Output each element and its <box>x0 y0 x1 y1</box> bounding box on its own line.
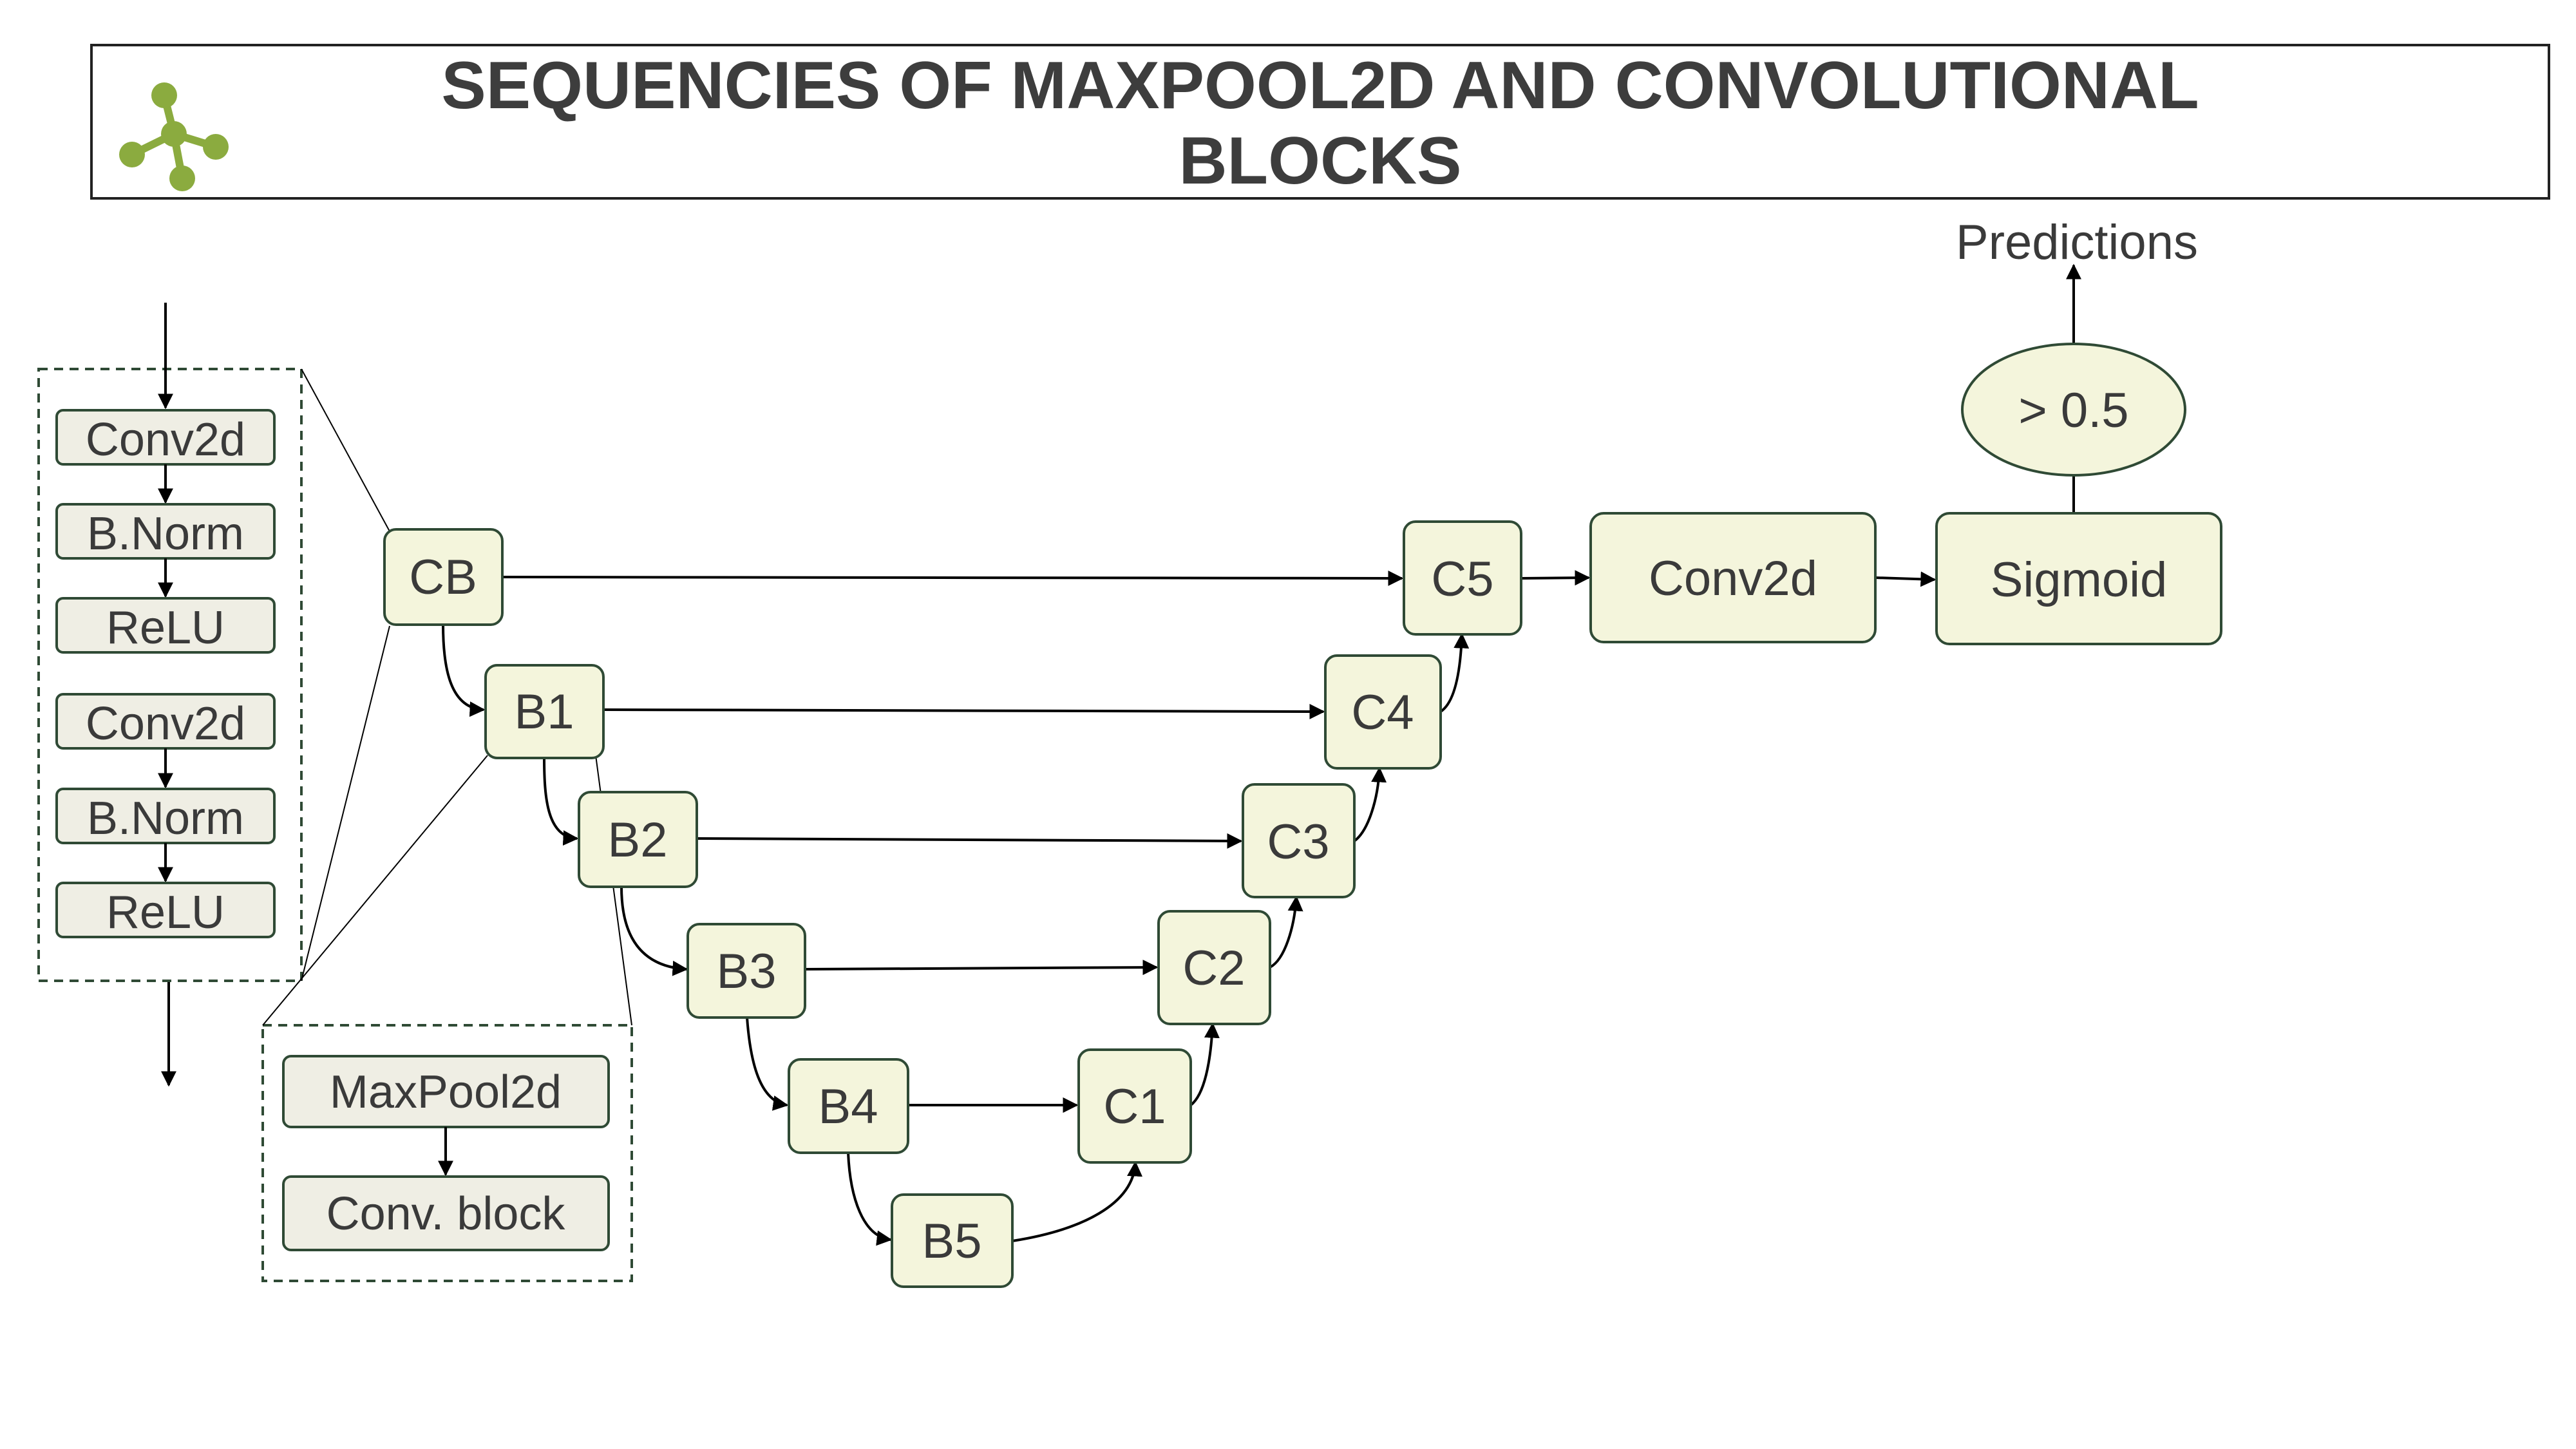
svg-text:B5: B5 <box>922 1214 982 1269</box>
svg-text:Conv2d: Conv2d <box>86 414 245 466</box>
title-banner: SEQUENCIES OF MAXPOOL2D AND CONVOLUTIONA… <box>90 44 2550 200</box>
edge-b5-c1 <box>1012 1160 1142 1242</box>
svg-text:C3: C3 <box>1267 815 1329 869</box>
node-b2: B2 <box>578 791 698 888</box>
edge-cb-b1 <box>442 624 486 717</box>
detail-layer-conv-block: Conv. block <box>282 1175 610 1251</box>
svg-text:MaxPool2d: MaxPool2d <box>330 1066 562 1118</box>
svg-text:C1: C1 <box>1103 1079 1166 1134</box>
edge-conv2d-sigmoid <box>1875 571 1937 587</box>
zoom-line-b1-left <box>262 755 488 1026</box>
svg-text:Conv2d: Conv2d <box>86 698 245 750</box>
node-c5: C5 <box>1403 520 1522 636</box>
svg-text:C5: C5 <box>1431 552 1493 607</box>
edge-c1-c2 <box>1189 1022 1220 1106</box>
node-b3: B3 <box>687 923 806 1019</box>
edge-b3-b4 <box>746 1017 789 1111</box>
node-b4: B4 <box>788 1058 909 1154</box>
molecule-network-icon <box>119 82 229 191</box>
node-c2: C2 <box>1157 910 1271 1025</box>
edge-c2-c3 <box>1269 895 1303 969</box>
svg-text:C2: C2 <box>1182 941 1245 996</box>
svg-text:B.Norm: B.Norm <box>87 508 244 560</box>
zoom-line-cb-bottom <box>301 625 390 981</box>
detail-layer-bnorm-1: B.Norm <box>55 503 276 560</box>
edge-b2-b3 <box>620 886 688 976</box>
detail-layer-bnorm-2: B.Norm <box>55 788 276 844</box>
down-block-detail: MaxPool2d Conv. block <box>261 1024 633 1282</box>
skip-b1-c4 <box>603 703 1325 719</box>
skip-cb-c5 <box>502 570 1404 586</box>
detail-layer-relu-1: ReLU <box>55 597 276 654</box>
svg-text:B4: B4 <box>819 1079 878 1134</box>
svg-text:B2: B2 <box>608 813 668 867</box>
node-conv2d-head: Conv2d <box>1589 512 1877 643</box>
node-c3: C3 <box>1242 783 1356 898</box>
svg-text:ReLU: ReLU <box>106 887 225 938</box>
svg-text:Conv. block: Conv. block <box>327 1188 566 1240</box>
skip-b2-c3 <box>696 833 1243 849</box>
node-sigmoid: Sigmoid <box>1935 512 2222 645</box>
svg-text:B.Norm: B.Norm <box>87 793 244 844</box>
edge-b1-b2 <box>543 757 579 846</box>
conv-block-detail: Conv2d B.Norm ReLU Conv2d B.Norm ReLU <box>37 303 303 1087</box>
svg-text:Conv2d: Conv2d <box>1649 551 1817 606</box>
node-c4: C4 <box>1324 654 1442 770</box>
edge-b4-b5 <box>847 1152 893 1246</box>
edge-c4-c5 <box>1439 632 1470 713</box>
node-cb: CB <box>383 528 504 626</box>
svg-text:ReLU: ReLU <box>106 602 225 654</box>
edge-c3-c4 <box>1353 766 1387 842</box>
detail-layer-relu-2: ReLU <box>55 882 276 938</box>
node-b5: B5 <box>891 1193 1014 1288</box>
skip-b3-c2 <box>804 960 1159 976</box>
svg-text:CB: CB <box>409 550 477 605</box>
detail-layer-conv2d-2: Conv2d <box>55 693 276 750</box>
node-threshold: > 0.5 <box>1961 343 2186 477</box>
page-title-line-2: BLOCKS <box>1179 124 1461 198</box>
node-b1: B1 <box>484 664 605 759</box>
zoom-line-cb-top <box>301 368 390 532</box>
detail-layer-conv2d-1: Conv2d <box>55 409 276 466</box>
page-title-line-1: SEQUENCIES OF MAXPOOL2D AND CONVOLUTIONA… <box>441 48 2199 123</box>
svg-text:B3: B3 <box>717 944 777 999</box>
svg-text:B1: B1 <box>515 685 574 739</box>
predictions-label: Predictions <box>1956 215 2198 270</box>
svg-text:C4: C4 <box>1351 685 1414 740</box>
detail-layer-maxpool2d: MaxPool2d <box>282 1055 610 1128</box>
node-c1: C1 <box>1077 1048 1192 1164</box>
svg-text:Sigmoid: Sigmoid <box>1991 553 2168 607</box>
svg-text:> 0.5: > 0.5 <box>2018 383 2128 438</box>
